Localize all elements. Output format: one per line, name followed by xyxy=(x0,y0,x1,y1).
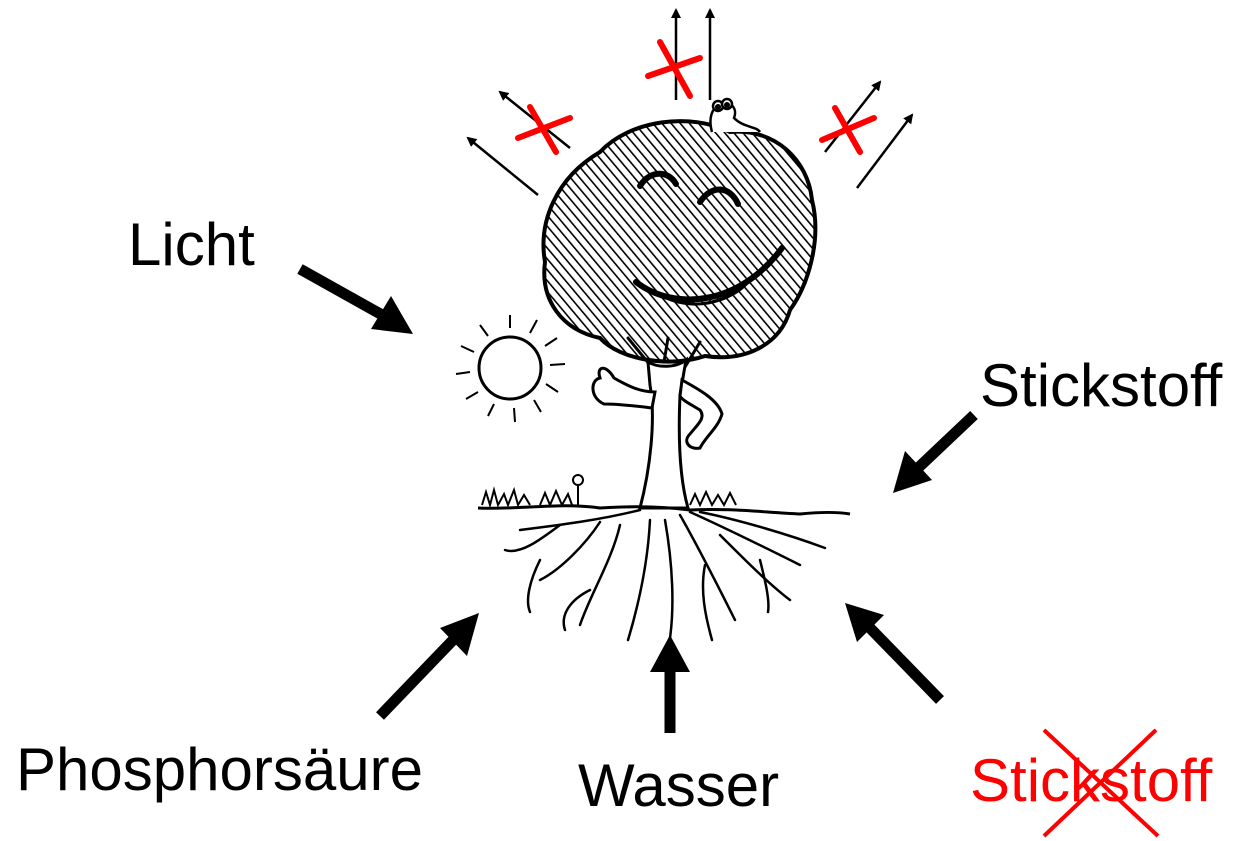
thumbs-up-arm xyxy=(593,368,655,408)
tree-crown xyxy=(544,121,816,361)
tree-roots xyxy=(505,510,825,650)
hip-arm xyxy=(680,380,722,448)
outgoing-arrow xyxy=(468,138,538,195)
label-stickstoff-crossed: Stickstoff xyxy=(970,751,1212,811)
arrow-phosphorsaeure xyxy=(380,613,479,716)
arrow-stickstoff-bottom xyxy=(845,603,940,700)
ground-line xyxy=(478,506,850,514)
label-phosphorsaeure: Phosphorsäure xyxy=(16,740,423,800)
red-cross-icon xyxy=(648,42,700,96)
grass-tufts xyxy=(482,475,736,505)
label-stickstoff: Stickstoff xyxy=(980,356,1222,416)
sun-icon xyxy=(456,315,565,422)
worm-icon xyxy=(710,99,760,132)
arrow-stickstoff-top xyxy=(893,415,974,493)
arrow-wasser xyxy=(650,635,690,733)
tree-illustration xyxy=(478,99,850,650)
outgoing-arrow xyxy=(857,115,912,188)
label-wasser: Wasser xyxy=(578,756,779,816)
label-licht: Licht xyxy=(128,215,255,275)
arrow-licht xyxy=(300,269,413,334)
